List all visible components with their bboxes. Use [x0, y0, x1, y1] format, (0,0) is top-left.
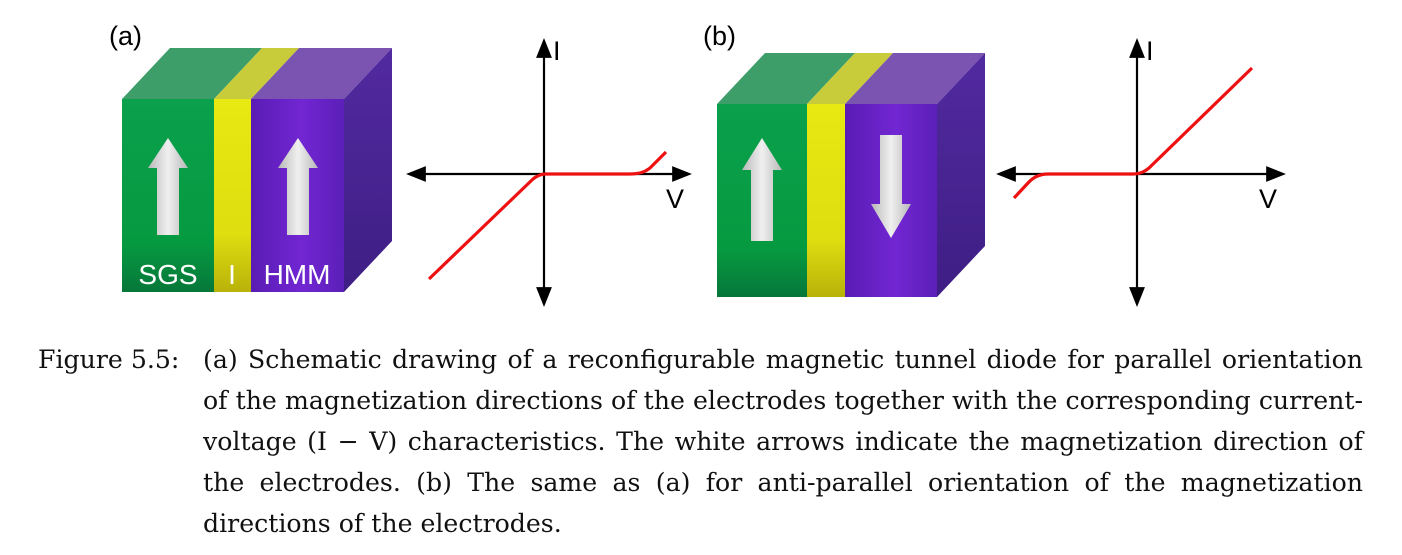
sgs-layer-top — [122, 48, 262, 99]
panel-b-junction-block — [717, 53, 985, 297]
hmm-layer-top — [845, 53, 985, 104]
caption-text: (a) Schematic drawing of a reconfigurabl… — [203, 345, 1363, 538]
block-side-face — [344, 48, 392, 292]
insulator-layer-top — [214, 48, 299, 99]
panel-a-iv-plot: I V — [406, 36, 692, 307]
insulator-layer-label: I — [228, 259, 236, 290]
sgs-magnetization-up-arrow-icon — [148, 138, 188, 235]
voltage-axis-label: V — [1259, 184, 1277, 214]
panel-a: (a) SGS I HMM I V — [109, 21, 692, 307]
panel-a-label: (a) — [109, 21, 142, 51]
insulator-layer-top — [807, 53, 893, 104]
sgs-magnetization-up-arrow-icon — [742, 138, 782, 241]
caption-label: Figure 5.5: — [38, 345, 180, 374]
panel-b-label: (b) — [703, 21, 736, 51]
current-axis-label: I — [1146, 36, 1154, 66]
voltage-axis-label: V — [666, 184, 684, 214]
hmm-magnetization-down-arrow-icon — [871, 135, 911, 238]
block-side-face — [937, 53, 985, 297]
insulator-layer-front — [214, 99, 251, 292]
insulator-layer-front — [807, 104, 845, 297]
panel-b-iv-plot: I V — [996, 36, 1286, 307]
figure-panels: (a) SGS I HMM I V — [109, 21, 1286, 307]
hmm-layer-label: HMM — [264, 259, 331, 290]
current-axis-label: I — [553, 36, 561, 66]
panel-a-junction-block: SGS I HMM — [122, 48, 392, 292]
hmm-layer-top — [251, 48, 392, 99]
panel-b: (b) I V — [703, 21, 1286, 307]
sgs-layer-label: SGS — [138, 259, 197, 290]
sgs-layer-top — [717, 53, 855, 104]
iv-curve — [427, 150, 668, 281]
hmm-magnetization-up-arrow-icon — [278, 138, 318, 235]
iv-curve — [1012, 66, 1254, 200]
